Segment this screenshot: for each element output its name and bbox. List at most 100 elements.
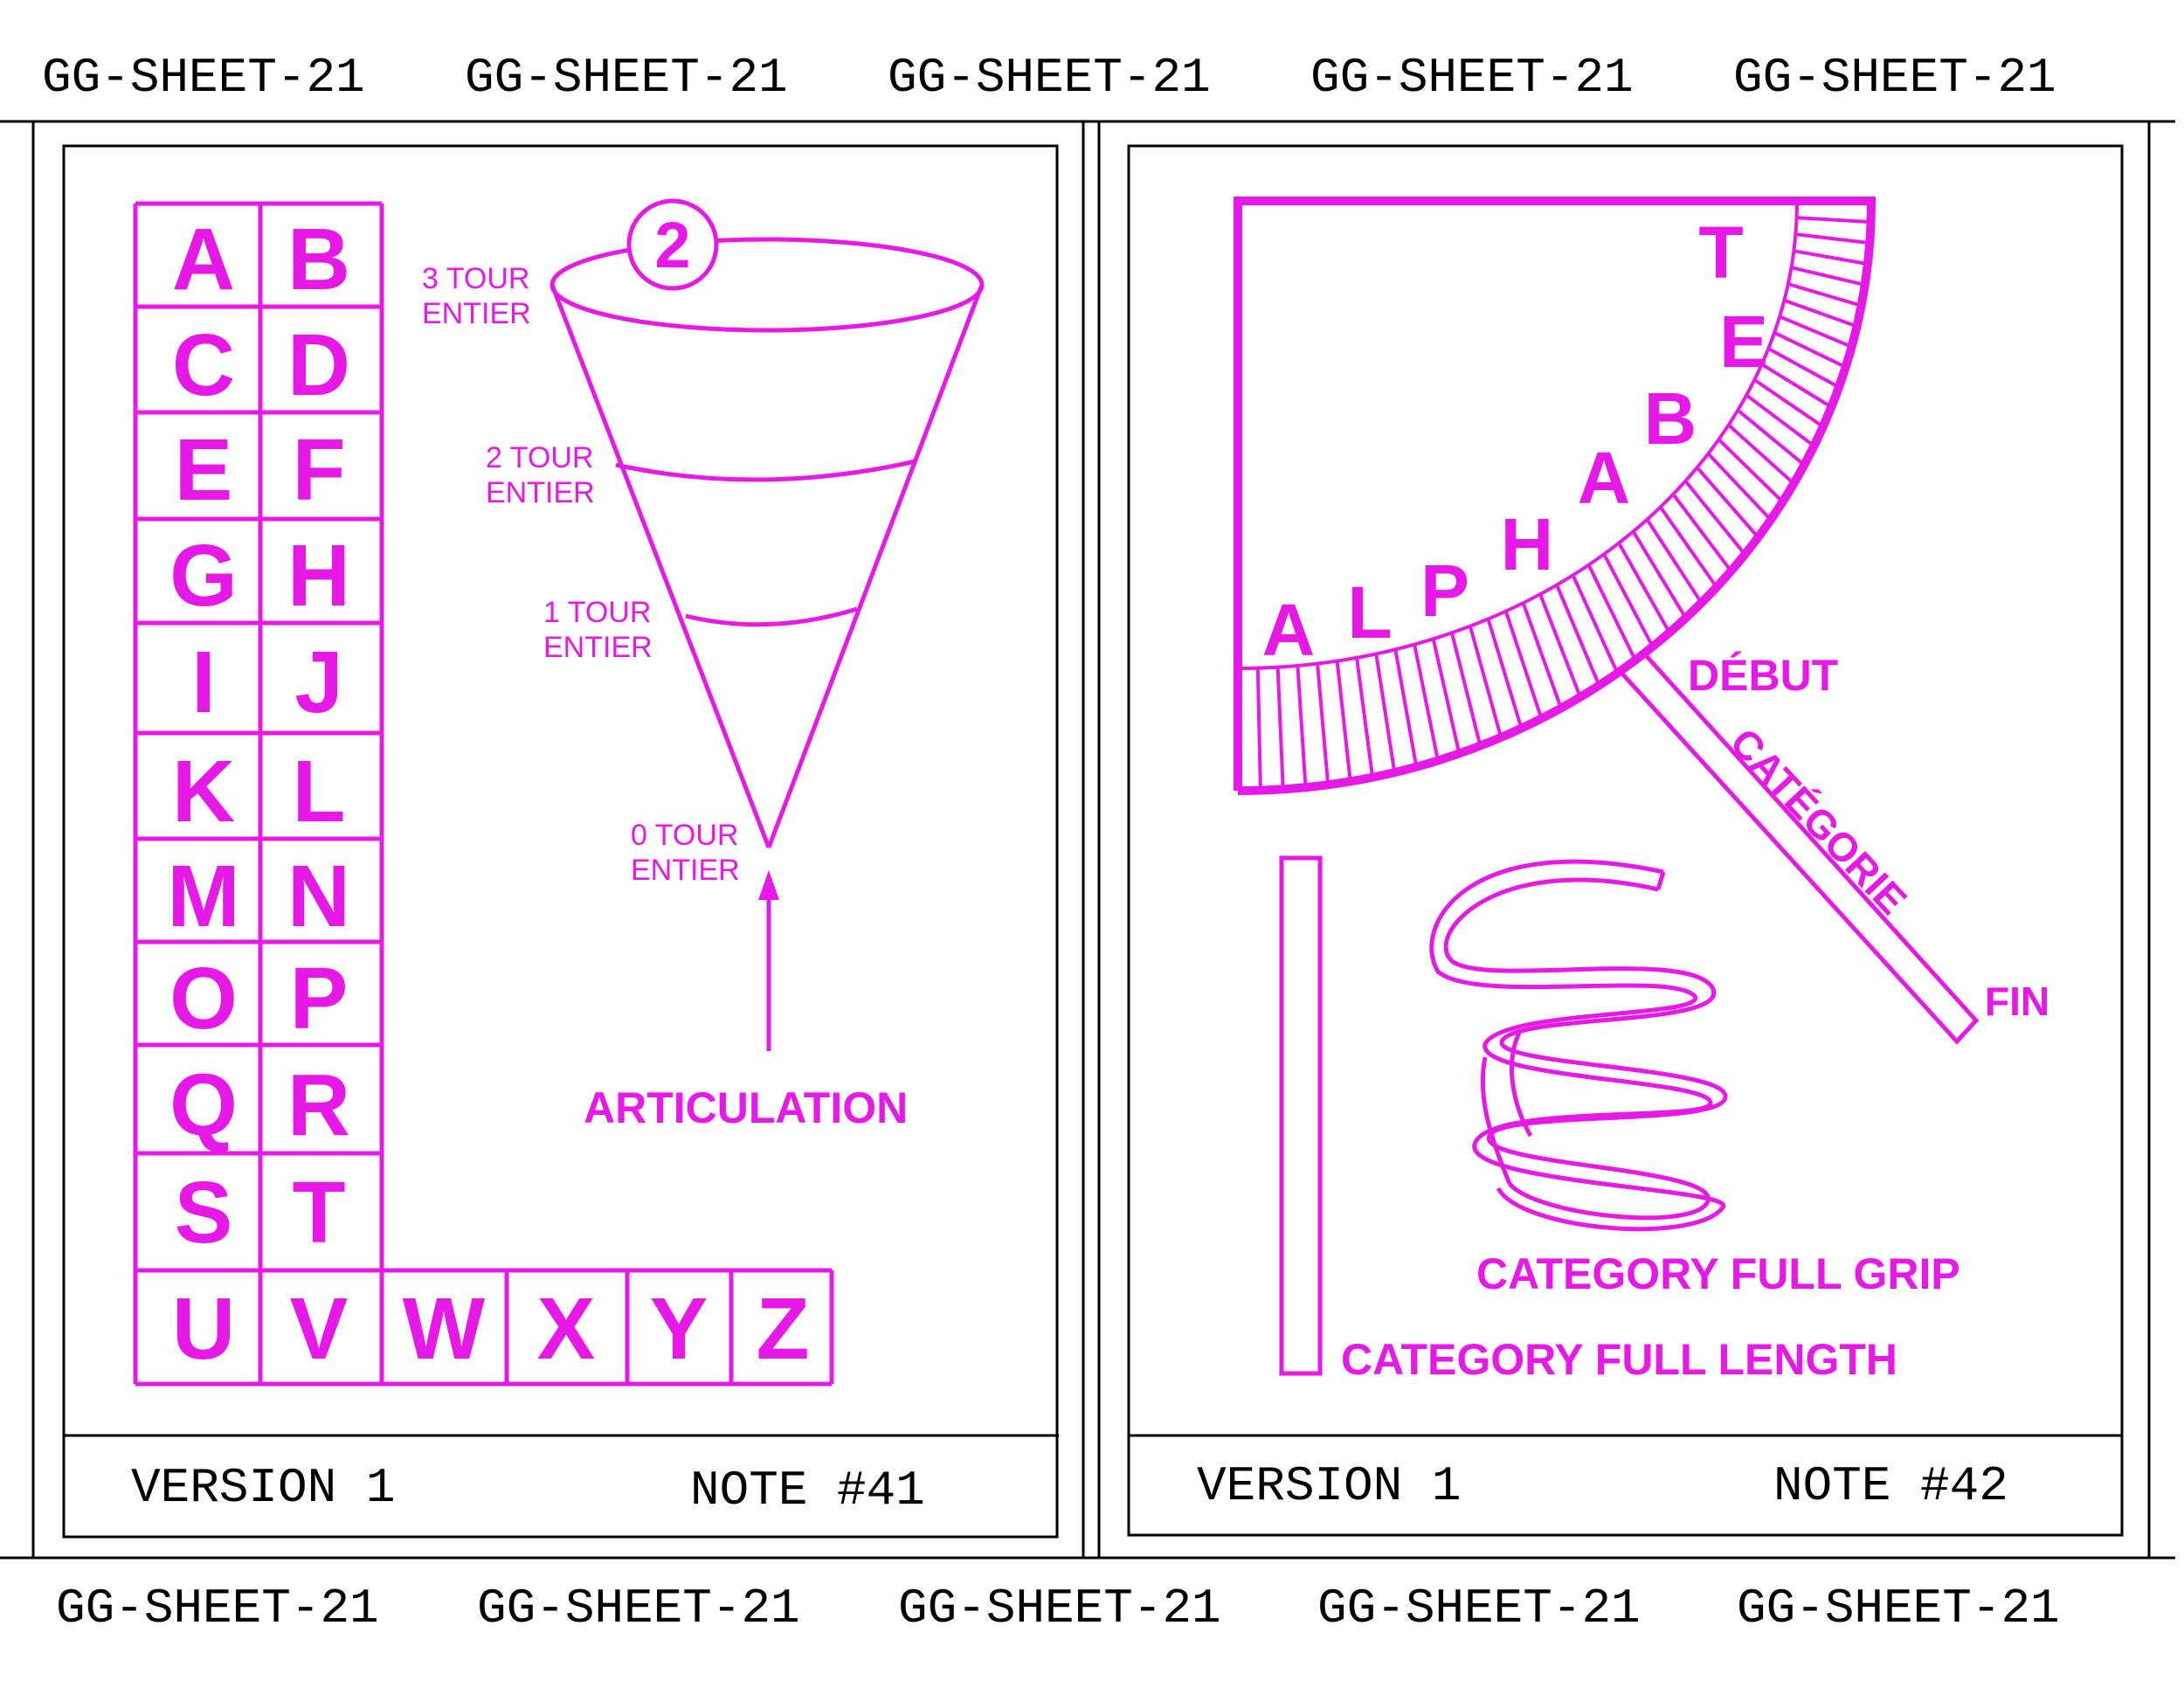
fan-rib <box>1275 667 1285 790</box>
fan-rib <box>1335 661 1352 782</box>
letter-cell: R <box>287 1056 350 1154</box>
fan-rib <box>1706 452 1773 522</box>
fan-rib <box>1555 584 1601 687</box>
fan-letter: A <box>1578 437 1631 519</box>
letter-cell: E <box>175 421 233 519</box>
fan-rib <box>1586 564 1637 661</box>
fan-rib <box>1413 644 1440 761</box>
card-footer: VERSION 1 NOTE #41 <box>131 1460 925 1519</box>
card-border <box>62 144 1059 1539</box>
card-border <box>1127 144 2124 1537</box>
fan-rib <box>1727 423 1795 485</box>
card-footer: VERSION 1 NOTE #42 <box>1197 1458 2008 1514</box>
header-label: GG-SHEET-21 <box>888 50 1211 106</box>
fan-rib <box>1787 282 1863 308</box>
fan-letter: P <box>1420 550 1469 632</box>
fan-letter: T <box>1698 211 1743 294</box>
fan-rib <box>1793 249 1869 266</box>
fan-rib <box>1468 626 1503 738</box>
fan-rib <box>1767 347 1840 389</box>
letter-cell: W <box>403 1280 486 1378</box>
fan-rib <box>1602 553 1655 648</box>
card-note-41: A B C D E F G H I J K L M N O P Q R S T … <box>62 144 1059 1539</box>
letter-cell: Q <box>169 1056 238 1154</box>
footer-label: GG-SHEET-21 <box>1317 1581 1641 1636</box>
level-label: ENTIER <box>631 854 740 887</box>
turn-badge-circle <box>626 198 719 291</box>
letter-cell: C <box>172 316 235 414</box>
level-label: 3 TOUR <box>422 262 529 295</box>
letter-cell: M <box>167 847 239 945</box>
articulation-arrow-head <box>758 870 779 900</box>
spring-coil <box>1429 859 1728 1232</box>
fan-rib <box>1316 663 1330 785</box>
letter-cell: A <box>172 211 235 308</box>
fan-rib <box>1795 232 1870 246</box>
note-label: NOTE #42 <box>1773 1458 2008 1514</box>
fan-rib <box>1538 593 1582 698</box>
letter-cell: L <box>292 743 345 841</box>
fan-letter: E <box>1719 301 1768 383</box>
letter-cell: J <box>294 633 343 731</box>
fan-rib <box>1737 408 1806 467</box>
level-label: ENTIER <box>422 297 531 330</box>
fan-rib <box>1659 506 1718 589</box>
fan-rib <box>1571 574 1620 675</box>
letter-cell: V <box>290 1280 349 1378</box>
letter-cell: O <box>169 950 238 1048</box>
fan-rib <box>1683 480 1746 556</box>
fan-rib <box>1393 648 1419 768</box>
fan-rib <box>1745 393 1815 448</box>
version-label: VERSION 1 <box>131 1460 395 1516</box>
fan-letter: B <box>1644 377 1697 460</box>
fan-letter: L <box>1347 571 1392 654</box>
fan-rib <box>1783 298 1858 329</box>
fan-rib <box>1617 542 1671 634</box>
letter-cell: I <box>191 633 216 731</box>
level-label: ENTIER <box>486 476 595 509</box>
sheet-frame <box>0 120 2175 1560</box>
fan-letter: A <box>1262 589 1316 671</box>
alphabet-letters: A B C D E F G H I J K L M N O P Q R S T … <box>167 211 809 1378</box>
full-grip-label: CATEGORY FULL GRIP <box>1476 1249 1960 1298</box>
start-label: DÉBUT <box>1688 651 1838 700</box>
letter-cell: P <box>290 950 349 1048</box>
alphabet-grid <box>133 201 834 1387</box>
note-label: NOTE #41 <box>690 1463 925 1519</box>
fan-rib <box>1760 363 1833 409</box>
fan-rib <box>1449 632 1482 747</box>
letter-cell: B <box>287 211 350 308</box>
header-label: GG-SHEET-21 <box>1310 50 1634 106</box>
fan-rib <box>1671 493 1733 572</box>
letter-cell: F <box>292 421 345 519</box>
fan-rib <box>1374 654 1397 773</box>
level-label: 1 TOUR <box>543 596 651 629</box>
fan-rib <box>1503 610 1544 720</box>
fan-rib <box>1296 665 1308 788</box>
fan-rib <box>1753 378 1824 428</box>
category-bar <box>1618 650 1980 1045</box>
card-note-42: A L P H A B E T DÉBUT CATÉGORIE FIN CATE… <box>1127 144 2124 1537</box>
letter-cell: G <box>169 527 238 625</box>
fan-letters: A L P H A B E T <box>1262 211 1768 671</box>
fan-rib <box>1486 618 1524 730</box>
letter-cell: X <box>537 1280 596 1378</box>
letter-cell: S <box>175 1164 233 1262</box>
fan-rib <box>1779 315 1853 349</box>
header-strip: GG-SHEET-21 GG-SHEET-21 GG-SHEET-21 GG-S… <box>42 50 2056 106</box>
fan-rib <box>1255 668 1262 791</box>
fan-rib <box>1431 638 1462 754</box>
fan-rib <box>1717 438 1784 503</box>
turn-cone <box>549 198 985 1051</box>
letter-cell: N <box>287 847 350 945</box>
level-label: 2 TOUR <box>486 441 593 474</box>
fan-rib <box>1645 518 1704 605</box>
fan-rib <box>1773 330 1847 369</box>
footer-label: GG-SHEET-21 <box>1737 1581 2060 1636</box>
fan-rib <box>1696 466 1760 539</box>
fan-rib <box>1521 602 1563 709</box>
full-length-bar <box>1279 855 1323 1376</box>
letter-cell: Z <box>756 1280 809 1378</box>
letter-cell: Y <box>650 1280 708 1378</box>
letter-cell: U <box>172 1280 235 1378</box>
